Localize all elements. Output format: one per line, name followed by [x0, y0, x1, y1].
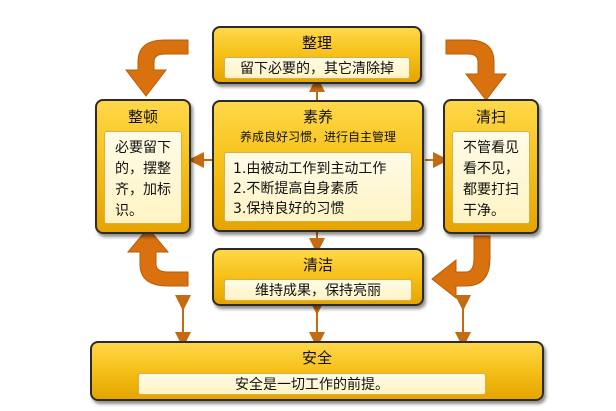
node-seiketsu-title: 清洁	[302, 256, 333, 274]
node-safety-title: 安全	[301, 349, 332, 367]
node-safety: 安全 安全是一切工作的前提。	[90, 341, 544, 401]
cycle-arrow-bottom-left	[126, 227, 189, 287]
node-seiso: 清扫 不管看见 看不见， 都要打扫 干净。	[443, 99, 539, 234]
node-seiso-line: 都要打扫	[463, 182, 519, 198]
node-seiso-title: 清扫	[475, 108, 506, 126]
node-seiton-line: 的，摆整	[115, 161, 171, 177]
node-seiton: 整顿 必要留下 的，摆整 齐，加标 识。	[95, 99, 191, 234]
node-seiso-line: 看不见，	[463, 161, 519, 177]
node-shitsuke-item: 2.不断提高自身素质	[233, 181, 359, 197]
node-seiketsu-text: 维持成果，保持亮丽	[224, 279, 412, 301]
node-seiri: 整理 留下必要的，其它清除掉	[212, 26, 422, 84]
node-shitsuke-list: 1.由被动工作到主动工作 2.不断提高自身素质 3.保持良好的习惯	[224, 152, 412, 222]
node-seiton-line: 齐，加标	[115, 182, 171, 198]
cycle-arrow-top-right	[445, 39, 508, 101]
node-shitsuke-title: 素养	[302, 108, 333, 126]
node-seiton-title: 整顿	[127, 108, 158, 126]
node-shitsuke-item: 3.保持良好的习惯	[233, 201, 345, 217]
node-seiso-line: 干净。	[463, 203, 505, 219]
node-seiso-text: 不管看见 看不见， 都要打扫 干净。	[452, 131, 530, 224]
node-safety-text: 安全是一切工作的前提。	[138, 373, 486, 395]
cycle-arrow-bottom-right	[431, 235, 491, 300]
node-seiton-line: 必要留下	[115, 140, 171, 156]
cycle-arrow-top-left	[124, 39, 189, 97]
node-seiri-text: 留下必要的，其它清除掉	[224, 57, 410, 79]
node-seiton-text: 必要留下 的，摆整 齐，加标 识。	[104, 131, 182, 224]
node-seiketsu: 清洁 维持成果，保持亮丽	[212, 248, 424, 306]
node-seiri-title: 整理	[301, 34, 332, 52]
node-seiso-line: 不管看见	[463, 140, 519, 156]
node-shitsuke-item: 1.由被动工作到主动工作	[233, 161, 387, 177]
node-seiton-line: 识。	[115, 203, 143, 219]
node-shitsuke: 素养 养成良好习惯，进行自主管理 1.由被动工作到主动工作 2.不断提高自身素质…	[212, 100, 424, 232]
node-shitsuke-subtitle: 养成良好习惯，进行自主管理	[239, 130, 396, 144]
